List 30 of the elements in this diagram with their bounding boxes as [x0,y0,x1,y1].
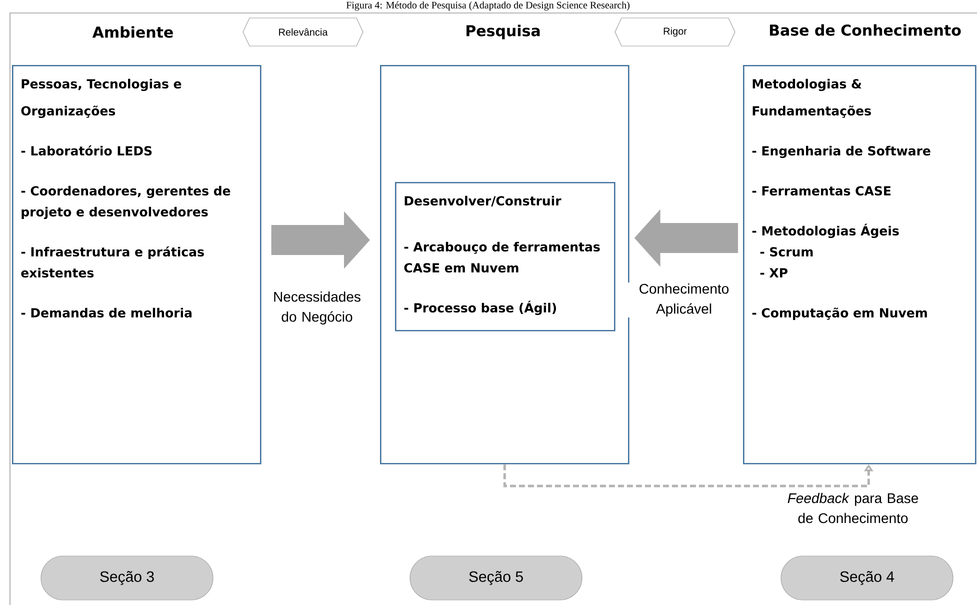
edge-label: Conhecimento Aplicável [640,283,729,317]
section-pill: Seção 4 [780,556,954,600]
list-item: - Coordenadores, gerentes de projeto e desenvolvedores [21,186,230,220]
column-box [395,182,616,332]
edge-label: Feedback para Base de Conhecimento [788,492,918,524]
list-item: - Demandas de melhoria [21,308,192,318]
list-item: - Ferramentas CASE [752,186,891,196]
edge-label: Necessidades do Negócio [274,291,360,325]
list-item: - Computação em Nuvem [752,308,927,320]
list-item: - Laboratório LEDS [21,145,152,156]
hexagon-label: Rigor [614,18,736,46]
list-item: - Scrum [760,247,813,257]
list-item: - Infraestrutura e práticas existentes [21,246,204,278]
column-heading: Base de Conhecimento [770,24,961,36]
figure-title: Figura 4: Método de Pesquisa (Adaptado de Design Science Research) [346,1,630,11]
box-heading: Pessoas, Tecnologias e Organizações [21,78,182,118]
section-pill: Seção 3 [40,556,214,600]
list-item: - Metodologias Ágeis [752,224,899,238]
column-heading: Ambiente [92,26,173,38]
column-box [12,26,262,464]
section-pill: Seção 5 [410,556,582,600]
list-item: - Processo base (Ágil) [404,300,556,316]
list-item: - Arcabouço de ferramentas CASE em Nuvem [404,242,600,273]
box-heading: Metodologias & Fundamentações [752,78,871,118]
hexagon-label: Relevância [242,18,364,46]
column-box [743,24,976,464]
column-heading: Pesquisa [466,24,540,40]
list-item: - XP [760,268,788,278]
list-item: - Engenharia de Software [752,146,930,158]
box-heading: Desenvolver/Construir [404,196,562,207]
